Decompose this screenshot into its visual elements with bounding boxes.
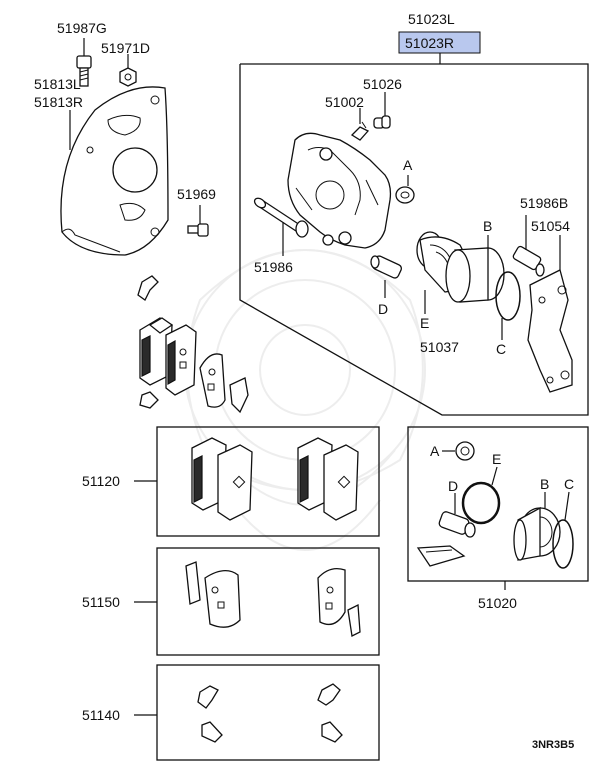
diagram-code: 3NR3B5 [532, 739, 574, 751]
exploded-pads-group[interactable] [137, 275, 249, 414]
dust-shield-group [60, 38, 209, 256]
label-51140[interactable]: 51140 [82, 707, 120, 723]
piston-b[interactable] [445, 247, 505, 303]
clip-set-51140-left[interactable] [197, 685, 223, 743]
callout-e-kit: E [492, 451, 501, 467]
shim-set-51150-left[interactable] [185, 561, 241, 628]
boot-a[interactable] [395, 186, 415, 204]
caliper-bracket-51054[interactable] [527, 269, 573, 393]
bleeder-screw-51002[interactable] [350, 121, 370, 141]
piston-seal-c[interactable] [495, 271, 521, 321]
callout-a-upper: A [403, 157, 413, 173]
label-51023l[interactable]: 51023L [408, 11, 455, 27]
label-51969[interactable]: 51969 [177, 186, 216, 202]
kit-boot-a[interactable] [455, 441, 475, 461]
callout-d-upper: D [378, 301, 388, 317]
label-51026[interactable]: 51026 [363, 76, 402, 92]
callout-b-upper: B [483, 218, 492, 234]
kit-seal-c[interactable] [552, 519, 574, 569]
label-51971d[interactable]: 51971D [101, 40, 150, 56]
label-51023r[interactable]: 51023R [405, 35, 454, 51]
highlight-51023r [398, 31, 481, 54]
kit-piston-b[interactable] [513, 506, 561, 561]
label-51002[interactable]: 51002 [325, 94, 364, 110]
caliper-assembly-box [239, 52, 589, 416]
callout-d-kit: D [448, 478, 458, 494]
bolt-51969[interactable] [187, 205, 209, 237]
caliper-body[interactable] [287, 132, 392, 249]
dust-shield-51813[interactable] [60, 86, 169, 256]
label-51120[interactable]: 51120 [82, 473, 120, 489]
bolt-51987g[interactable] [76, 55, 92, 87]
label-51986[interactable]: 51986 [254, 259, 293, 275]
callout-c-kit: C [564, 476, 574, 492]
label-51813l[interactable]: 51813L [34, 76, 81, 92]
label-51037[interactable]: 51037 [420, 339, 459, 355]
label-51987g[interactable]: 51987G [57, 20, 107, 36]
nut-51971d[interactable] [119, 67, 137, 87]
bleeder-cap-51026[interactable] [373, 115, 391, 129]
box-51140 [156, 664, 380, 761]
kit-grease-packet[interactable] [416, 545, 466, 567]
guide-pin-51986b[interactable] [512, 245, 545, 277]
callout-a-kit: A [430, 443, 440, 459]
pad-set-51120-right[interactable] [297, 437, 359, 521]
label-51054[interactable]: 51054 [531, 218, 570, 234]
box-51020 [407, 426, 589, 582]
label-51020[interactable]: 51020 [478, 595, 517, 611]
kit-sleeve-d[interactable] [438, 511, 476, 538]
callout-c-upper: C [496, 341, 506, 357]
label-51813r[interactable]: 51813R [34, 94, 83, 110]
guide-pin-51986[interactable] [253, 196, 309, 238]
caliper-parts [253, 92, 573, 393]
clip-set-51140-right[interactable] [317, 683, 343, 743]
callout-e-upper: E [420, 315, 429, 331]
pad-set-51120-left[interactable] [191, 437, 253, 521]
sleeve-d[interactable] [370, 255, 403, 280]
callout-b-kit: B [540, 476, 549, 492]
kit-seal-e[interactable] [461, 481, 501, 525]
label-51986b[interactable]: 51986B [520, 195, 568, 211]
label-51150[interactable]: 51150 [82, 594, 120, 610]
shim-set-51150-right[interactable] [317, 567, 361, 637]
